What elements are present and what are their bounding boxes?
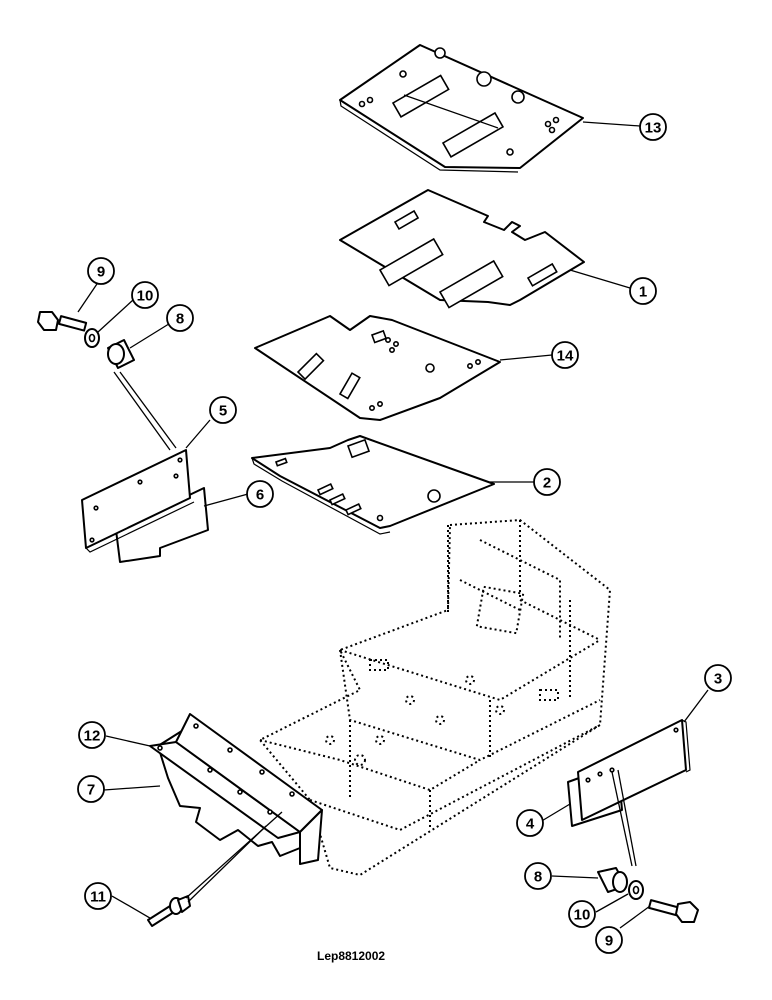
figure-code: Lep8812002 xyxy=(317,949,385,963)
callout-5-label: 5 xyxy=(219,403,227,420)
callout-9-upper: 9 xyxy=(87,257,115,285)
callout-10-lower-label: 10 xyxy=(574,907,591,924)
callout-leaders xyxy=(77,121,709,929)
callout-2: 2 xyxy=(533,468,561,496)
callout-9-lower: 9 xyxy=(595,926,623,954)
callout-14-label: 14 xyxy=(557,348,574,365)
callout-10-upper-label: 10 xyxy=(137,288,154,305)
callout-8-lower: 8 xyxy=(524,862,552,890)
part-9-bolt-lower xyxy=(647,899,699,923)
callout-13-label: 13 xyxy=(645,120,662,137)
callout-6: 6 xyxy=(246,480,274,508)
part-13-top-plate xyxy=(339,44,584,173)
callout-6-label: 6 xyxy=(256,487,264,504)
callout-2-label: 2 xyxy=(543,475,551,492)
part-1-plate xyxy=(339,189,585,309)
callout-14: 14 xyxy=(551,341,579,369)
part-10-washer-lower xyxy=(628,880,644,900)
part-5-side-panel xyxy=(81,449,195,553)
callout-3-label: 3 xyxy=(714,671,722,688)
part-10-washer-upper xyxy=(84,328,100,348)
callout-8-lower-label: 8 xyxy=(534,869,542,886)
callout-1-label: 1 xyxy=(639,284,647,301)
callout-12: 12 xyxy=(78,721,106,749)
callout-1: 1 xyxy=(629,277,657,305)
callout-7-label: 7 xyxy=(87,782,95,799)
callout-4-label: 4 xyxy=(526,816,535,833)
callout-9-lower-label: 9 xyxy=(605,933,613,950)
callout-10-lower: 10 xyxy=(568,900,596,928)
part-12-channel xyxy=(149,713,323,865)
part-14-plate xyxy=(254,315,501,421)
callout-13: 13 xyxy=(639,113,667,141)
callout-8-upper-label: 8 xyxy=(176,311,184,328)
base-frame xyxy=(258,518,612,877)
callout-9-upper-label: 9 xyxy=(97,264,105,281)
part-8-bushing-upper xyxy=(107,339,135,369)
part-8-bushing-lower xyxy=(597,867,628,893)
callout-12-label: 12 xyxy=(84,728,101,745)
part-3-side-panel xyxy=(577,719,691,821)
callout-10-upper: 10 xyxy=(131,281,159,309)
callout-11-label: 11 xyxy=(90,889,106,906)
callout-3: 3 xyxy=(704,664,732,692)
callout-4: 4 xyxy=(516,809,544,837)
callout-11: 11 xyxy=(84,882,112,910)
part-2-plate xyxy=(251,435,495,535)
part-11-rivet xyxy=(147,895,191,927)
callout-7: 7 xyxy=(77,775,105,803)
callout-8-upper: 8 xyxy=(166,304,194,332)
part-9-bolt-upper xyxy=(37,311,88,332)
callout-5: 5 xyxy=(209,396,237,424)
